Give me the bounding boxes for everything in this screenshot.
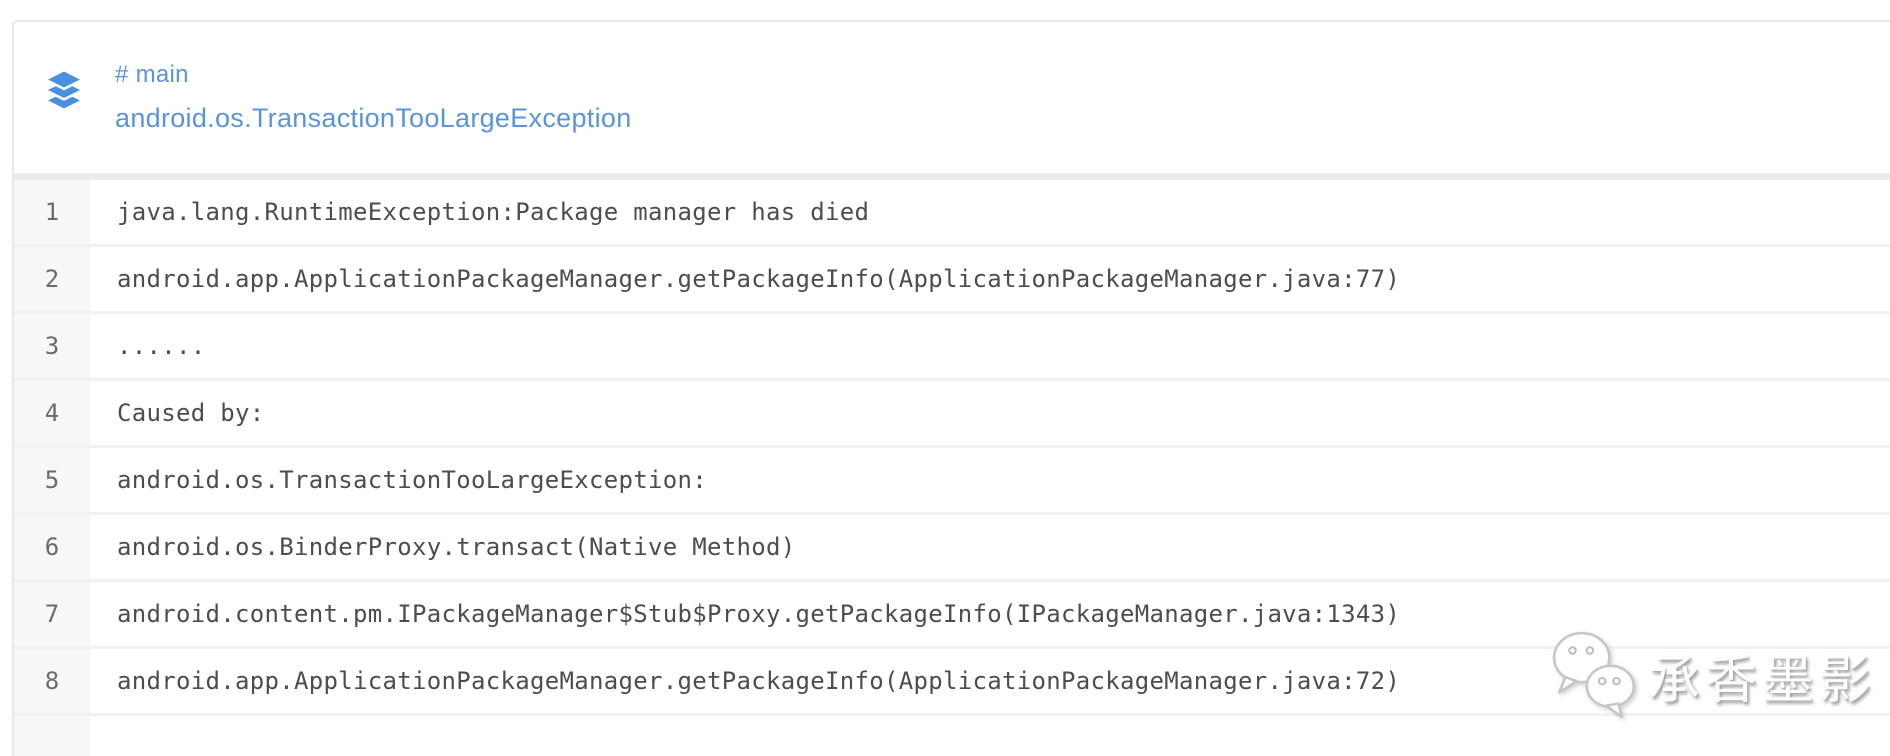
line-number: 2: [14, 247, 90, 311]
code-line-row: 3......: [14, 314, 1890, 381]
line-number: [14, 716, 90, 756]
code-card: # main android.os.TransactionTooLargeExc…: [12, 20, 1890, 756]
code-line-row: 1 java.lang.RuntimeException:Package mana…: [14, 180, 1890, 247]
code-line-row: 6 android.os.BinderProxy.transact(Native …: [14, 515, 1890, 582]
code-text: android.os.BinderProxy.transact(Native M…: [117, 533, 796, 561]
code-text: android.content.pm.IPackageManager$Stub$…: [117, 600, 1401, 628]
code-line-row: 7 android.content.pm.IPackageManager$Stub…: [14, 582, 1890, 649]
code-card-header: # main android.os.TransactionTooLargeExc…: [14, 22, 1890, 173]
code-text: android.app.ApplicationPackageManager.ge…: [117, 667, 1401, 695]
line-number: 1: [14, 180, 90, 244]
line-number: 8: [14, 649, 90, 713]
line-number: 7: [14, 582, 90, 646]
code-text: Caused by:: [117, 399, 265, 427]
watermark-text: 承香墨影: [1648, 651, 1877, 710]
code-line-row: 5 android.os.TransactionTooLargeException…: [14, 448, 1890, 515]
exception-title: android.os.TransactionTooLargeException: [115, 103, 632, 133]
header-divider: [14, 173, 1890, 180]
line-number: 6: [14, 515, 90, 579]
code-text: android.os.TransactionTooLargeException:: [117, 466, 707, 494]
line-number: 4: [14, 381, 90, 445]
code-line-row: 2 android.app.ApplicationPackageManager.g…: [14, 247, 1890, 314]
code-text: android.app.ApplicationPackageManager.ge…: [117, 265, 1401, 293]
line-number: 3: [14, 314, 90, 378]
thread-label: # main: [115, 61, 189, 88]
watermark: 承香墨影: [1548, 628, 1876, 722]
code-line-row: 4 Caused by:: [14, 381, 1890, 448]
line-number: 5: [14, 448, 90, 512]
header-titles: # main android.os.TransactionTooLargeExc…: [115, 61, 632, 134]
code-line-row-partial: [14, 716, 1890, 756]
layers-icon: [42, 68, 86, 112]
code-text: ......: [117, 332, 206, 360]
code-lines: 1 java.lang.RuntimeException:Package mana…: [14, 180, 1890, 756]
code-text: java.lang.RuntimeException:Package manag…: [117, 198, 870, 226]
wechat-chat-bubbles-icon: [1548, 628, 1642, 722]
